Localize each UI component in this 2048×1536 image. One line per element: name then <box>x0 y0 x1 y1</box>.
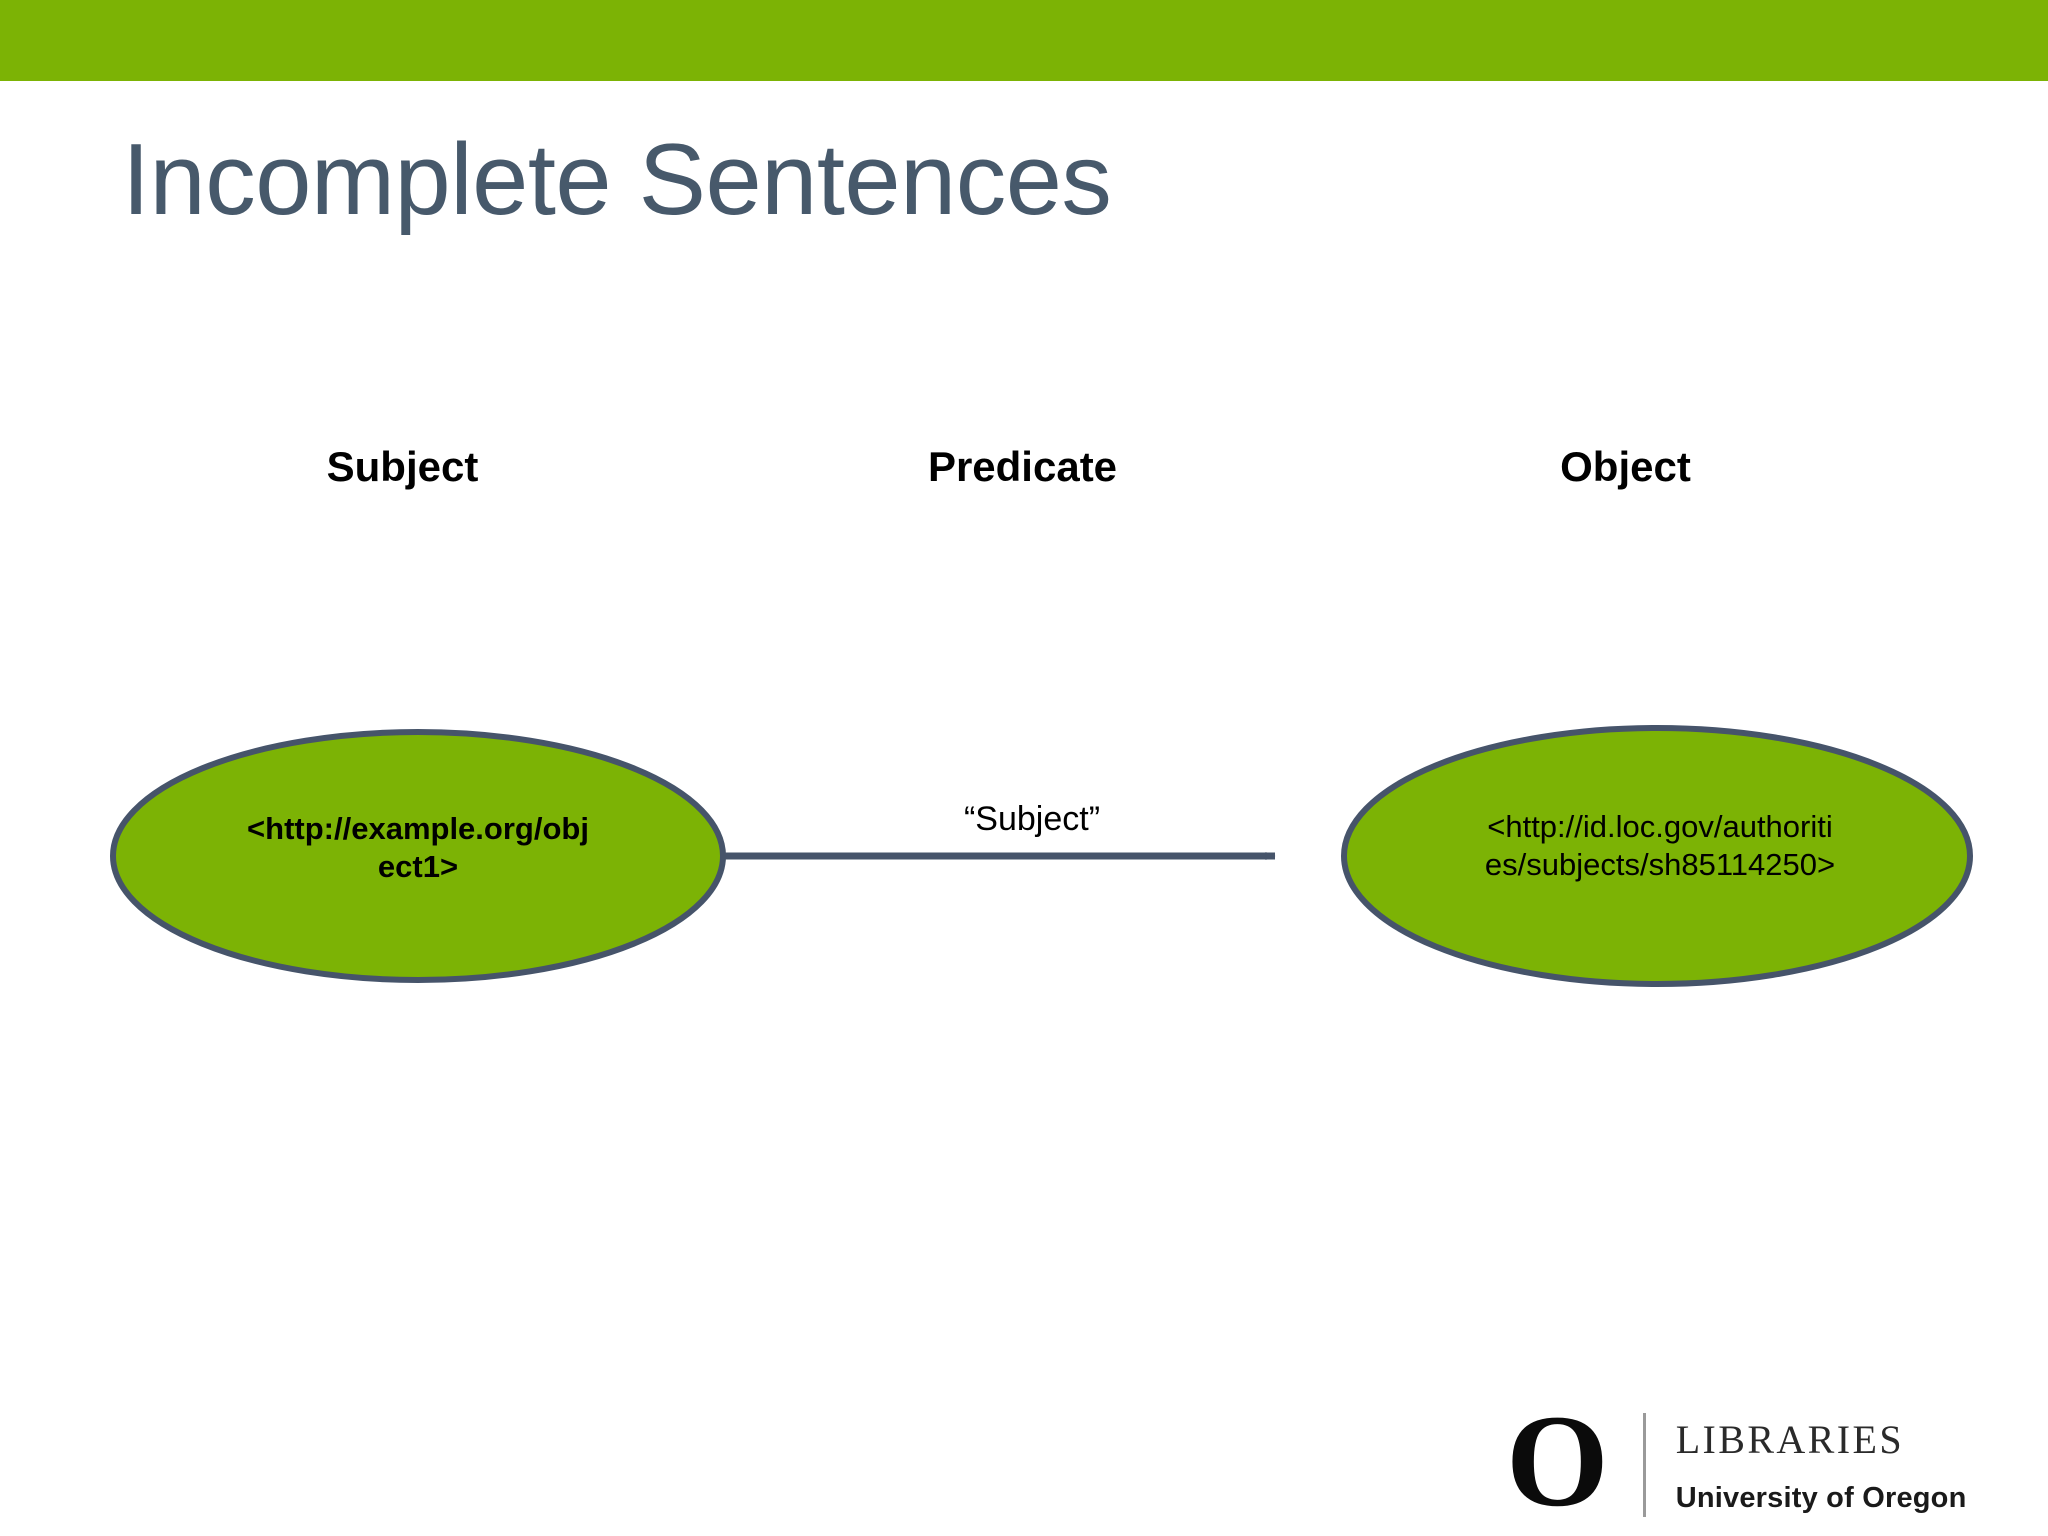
uo-libraries-logo: O LIBRARIES University of Oregon <box>1506 1386 2006 1534</box>
accent-band <box>0 0 2048 81</box>
column-header-subject: Subject <box>326 443 479 490</box>
subject-node-label-line-1: <http://example.org/obj <box>247 811 589 846</box>
logo-university-label: University of Oregon <box>1675 1481 1967 1514</box>
logo-libraries-label: LIBRARIES <box>1675 1416 1904 1462</box>
predicate-edge-label: “Subject” <box>963 800 1101 838</box>
subject-node-label-line-2: ect1> <box>377 848 459 884</box>
object-node-label-line-2: es/subjects/sh85114250> <box>1484 846 1836 882</box>
object-node-label: <http://id.loc.gov/authoriti es/subjects… <box>1455 808 1865 884</box>
object-node-label-line-1: <http://id.loc.gov/authoriti <box>1487 809 1833 844</box>
logo-text-block: LIBRARIES University of Oregon <box>1676 1416 1967 1515</box>
oregon-o-icon: O <box>1506 1386 1609 1534</box>
page-title: Incomplete Sentences <box>122 124 1112 236</box>
logo-divider <box>1642 1413 1646 1517</box>
column-header-predicate: Predicate <box>927 443 1118 490</box>
subject-node-label: <http://example.org/obj ect1> <box>212 810 624 886</box>
column-header-object: Object <box>1560 443 1691 490</box>
